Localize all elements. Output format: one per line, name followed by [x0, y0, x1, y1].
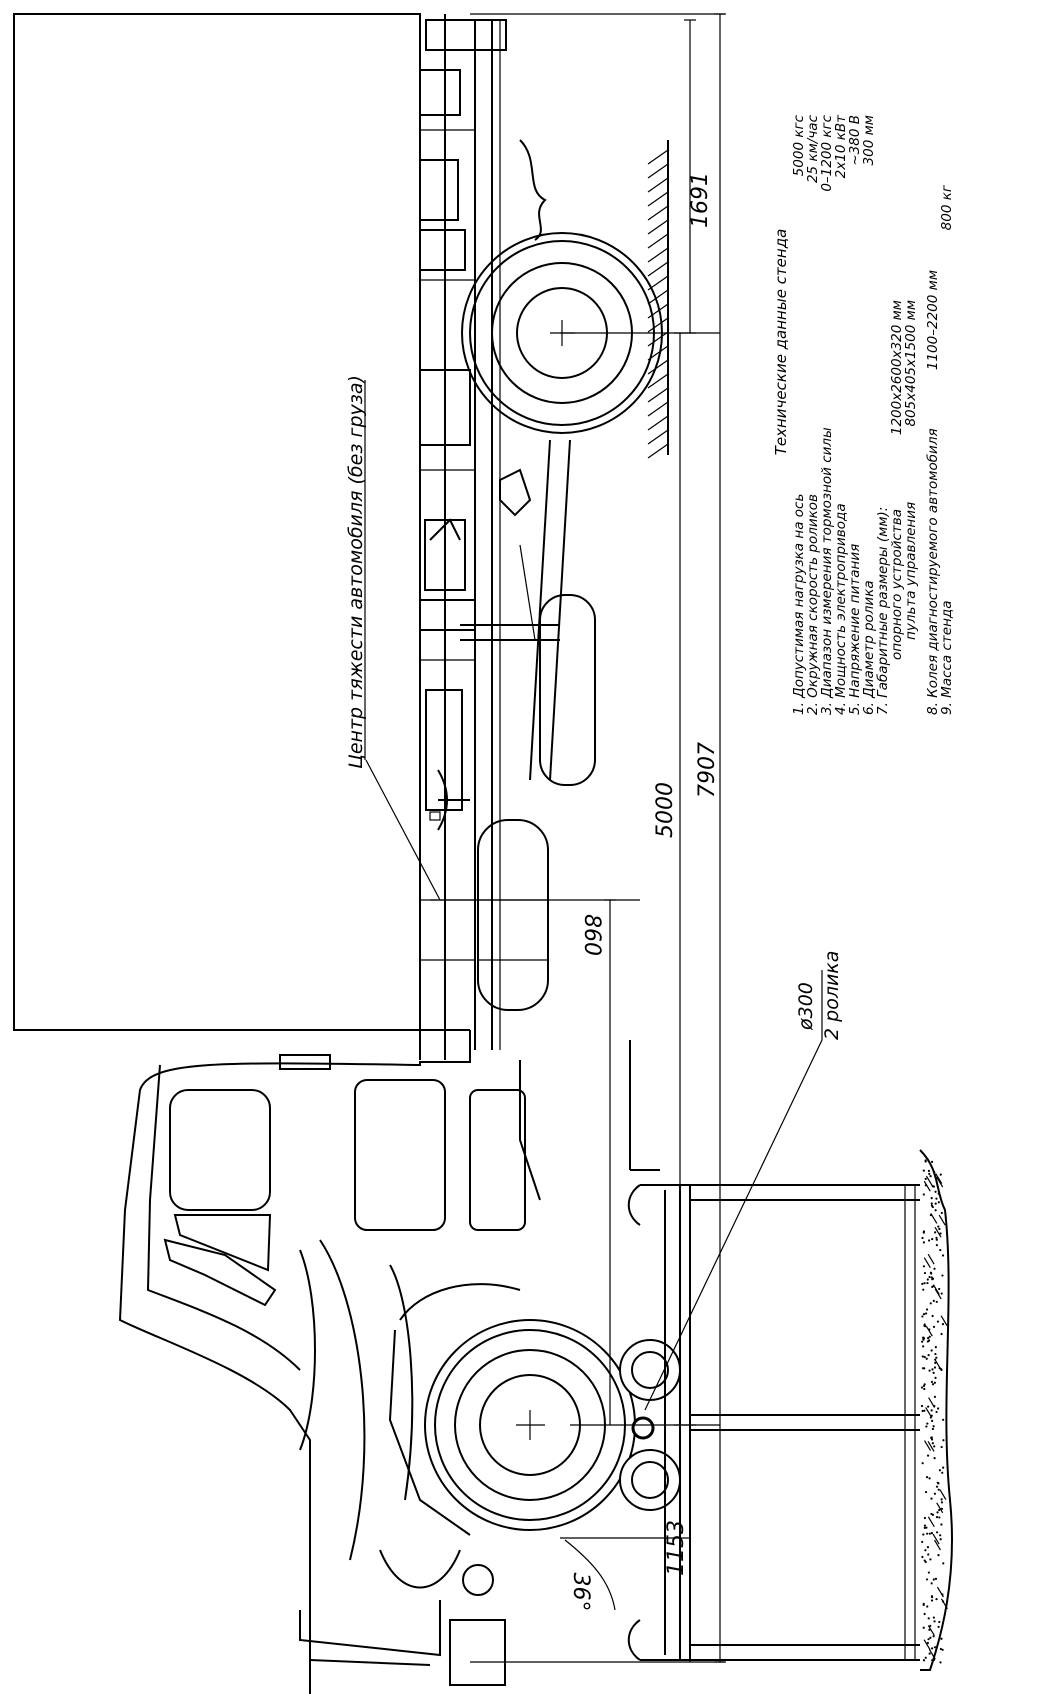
spec-value-5: ~380 В	[847, 115, 863, 166]
spec-label-7: 7. Габаритные размеры (мм):	[875, 507, 891, 715]
spare-wheel	[477, 819, 549, 1011]
specs-title: Технические данные стенда	[772, 229, 790, 456]
dim-860: 860	[579, 914, 604, 956]
dim-5000: 5000	[653, 782, 678, 838]
spec-label-8: опорного устройства	[889, 509, 905, 660]
spec-label-6: 6. Диаметр ролика	[861, 580, 877, 715]
spec-value-4: 2х10 кВт	[833, 114, 849, 178]
spec-label-5: 5. Напряжение питания	[847, 544, 863, 715]
dimension-texts: 1691 5000 7907 860 1153 36°	[568, 172, 720, 1612]
roller-count-label: 2 ролика	[821, 951, 843, 1040]
cargo-body	[13, 13, 470, 1031]
dimension-lines	[364, 13, 823, 1663]
spec-value-3: 0–1200 кгс	[819, 114, 835, 191]
specs-table: Технические данные стенда 1. Допустимая …	[772, 114, 955, 715]
roller-diameter-label: ø300	[795, 982, 817, 1031]
spec-label-3: 3. Диапазон измерения тормозной силы	[819, 427, 835, 715]
roller-stand	[619, 1040, 920, 1661]
spec-value-1: 5000 кгс	[791, 114, 807, 176]
spec-value-11: 800 кг	[939, 184, 955, 230]
spec-label-4: 4. Мощность электропривода	[833, 503, 849, 715]
spec-label-1: 1. Допустимая нагрузка на ось	[791, 494, 807, 715]
angle-36: 36°	[568, 1573, 593, 1612]
spec-value-6: 300 мм	[861, 115, 877, 165]
chassis-frame	[419, 14, 560, 1060]
spec-value-2: 25 км/час	[805, 114, 821, 183]
dim-7907: 7907	[695, 742, 720, 798]
spec-label-10: 8. Колея диагностируемого автомобиля	[925, 428, 941, 715]
front-wheel	[399, 1283, 636, 1531]
ground-foundation	[919, 1149, 953, 1671]
spec-value-9: 805х405х1500 мм	[903, 300, 919, 427]
dim-1691: 1691	[688, 172, 713, 228]
drive-shaft	[519, 439, 596, 786]
annotation-texts: Центр тяжести автомобиля (без груза) ø30…	[345, 375, 843, 1040]
spec-label-11: 9. Масса стенда	[939, 600, 955, 715]
center-of-gravity-label: Центр тяжести автомобиля (без груза)	[345, 375, 367, 769]
spec-value-10: 1100–2200 мм	[925, 270, 941, 370]
dim-1153: 1153	[664, 1520, 689, 1576]
spec-label-9: пульта управления	[903, 502, 919, 640]
spec-value-8: 1200х2600х320 мм	[889, 300, 905, 435]
ground-hatch-rear	[647, 140, 669, 459]
spec-label-2: 2. Окружная скорость роликов	[805, 494, 821, 715]
cab	[118, 1030, 541, 1694]
